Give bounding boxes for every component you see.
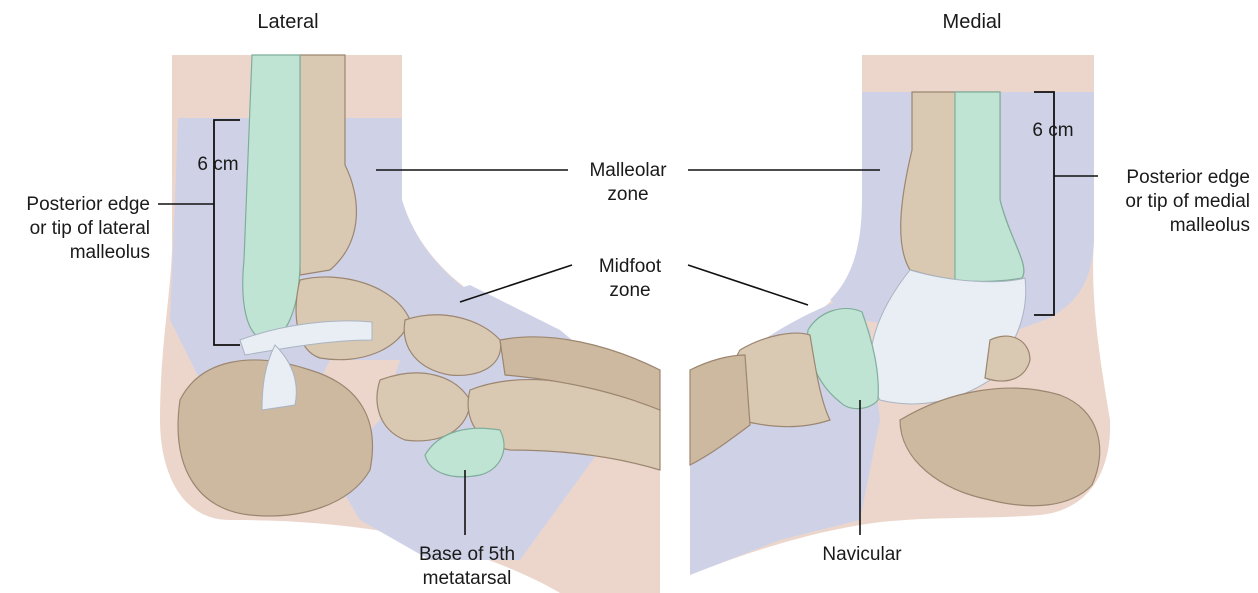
base-5th-line2: metatarsal	[423, 568, 512, 589]
posterior-medial-line3: malleolus	[1170, 215, 1250, 236]
posterior-medial-line2: or tip of medial	[1125, 191, 1250, 212]
posterior-medial-line1: Posterior edge	[1126, 167, 1250, 188]
posterior-lateral-line3: malleolus	[70, 242, 150, 263]
posterior-lateral-line1: Posterior edge	[26, 194, 150, 215]
base-5th-line1: Base of 5th	[419, 544, 515, 565]
lateral-view	[160, 55, 660, 593]
midfoot-zone-line2: zone	[609, 280, 650, 301]
medial-6cm-label: 6 cm	[1032, 120, 1073, 141]
malleolar-zone-line1: Malleolar	[589, 160, 667, 181]
lateral-title: Lateral	[257, 11, 318, 33]
malleolar-zone-line2: zone	[607, 184, 648, 205]
medial-title: Medial	[943, 11, 1002, 33]
midfoot-leader-right	[688, 265, 808, 305]
midfoot-leader-left	[460, 265, 572, 302]
lateral-fibula	[243, 55, 300, 340]
midfoot-zone-line1: Midfoot	[599, 256, 662, 277]
posterior-lateral-line2: or tip of lateral	[30, 218, 150, 239]
navicular-label: Navicular	[822, 544, 902, 565]
lateral-6cm-label: 6 cm	[197, 154, 238, 175]
